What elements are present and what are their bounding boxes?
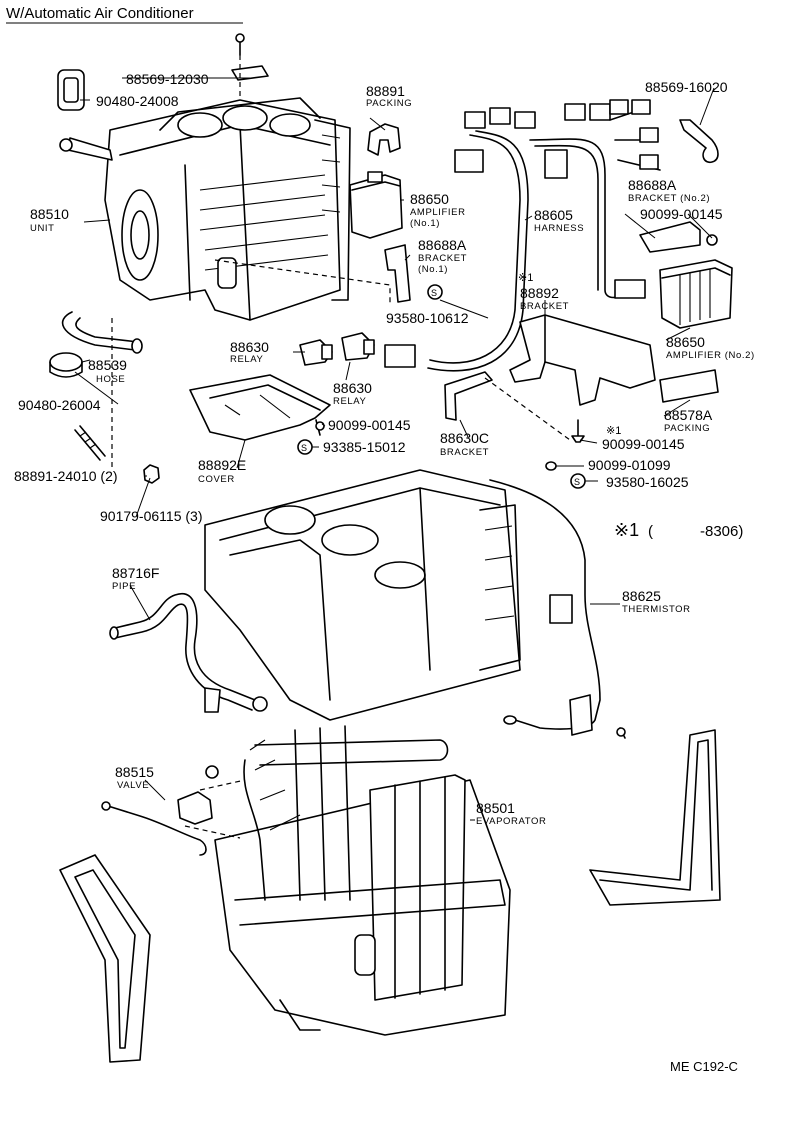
label-p8-sub: (No.1) — [410, 218, 440, 229]
label-p1-number: 88569-12030 — [126, 71, 209, 87]
s-mark-3: S — [574, 477, 580, 487]
clamp-illustration — [679, 119, 719, 164]
label-p31-number: 88501 — [476, 800, 515, 816]
thermistor-illustration — [489, 479, 601, 736]
label-p3-name: PACKING — [366, 98, 412, 109]
harness-illustration — [384, 99, 661, 372]
label-p5-number: 88688A — [628, 177, 677, 193]
label-p31-name: EVAPORATOR — [476, 816, 546, 827]
label-p15-name: HOSE — [96, 374, 125, 385]
label-p30-name: VALVE — [117, 780, 149, 791]
label-p4-number: 88569-16020 — [645, 79, 728, 95]
footnote-symbol: ※1 — [614, 520, 639, 540]
title-text: W/Automatic Air Conditioner — [6, 5, 194, 22]
label-p11-number: 88892 — [520, 285, 559, 301]
label-p11-mark: ※1 — [518, 272, 533, 284]
s-mark-1: S — [431, 288, 437, 298]
upper-unit-illustration — [57, 33, 351, 321]
label-p9-number: 88605 — [534, 207, 573, 223]
label-p29-number: 88625 — [622, 588, 661, 604]
label-p21-number: 88630C — [440, 430, 489, 446]
label-p30-number: 88515 — [115, 764, 154, 780]
label-p18-number: 88578A — [664, 407, 713, 423]
packing-88578A-illustration — [659, 369, 719, 403]
label-p9-name: HARNESS — [534, 223, 584, 234]
amplifier-no2-illustration — [659, 259, 733, 329]
relays-illustration — [299, 332, 375, 366]
label-p23-number: 88891-24010 (2) — [14, 468, 118, 484]
label-p10-name: BRACKET — [418, 253, 467, 264]
diagram-code: ME C192-C — [670, 1059, 738, 1074]
label-p28-number: 88716F — [112, 565, 159, 581]
packing-88891-illustration — [367, 123, 401, 156]
label-p22-number: 90099-00145 — [602, 436, 685, 452]
label-p10-sub: (No.1) — [418, 264, 448, 275]
label-p27-number: 90179-06115 (3) — [100, 508, 202, 524]
label-p8-number: 88650 — [410, 191, 449, 207]
stud-and-nut-illustration — [74, 318, 160, 484]
label-p16-number: 88630 — [333, 380, 372, 396]
bracket-88630C-illustration — [444, 371, 571, 441]
label-p21-name: BRACKET — [440, 447, 489, 458]
label-p5-name: BRACKET (No.2) — [628, 193, 710, 204]
label-p13-number: 88650 — [666, 334, 705, 350]
part-labels: 88569-12030 90480-24008 88891 PACKING 88… — [14, 71, 755, 827]
small-screws-illustration: S S — [297, 419, 626, 739]
footnote: ※1 ( -8306) — [614, 520, 743, 540]
label-p10-number: 88688A — [418, 237, 467, 253]
label-p15-number: 88539 — [88, 357, 127, 373]
label-p13-name: AMPLIFIER (No.2) — [666, 350, 755, 361]
bracket-no1-illustration: S — [214, 244, 443, 305]
label-p26-number: 93580-16025 — [606, 474, 689, 490]
bracket-88892-illustration — [509, 314, 656, 406]
label-p25-number: 90099-01099 — [588, 457, 671, 473]
leader-lines — [74, 77, 715, 821]
bracket-no2-illustration — [639, 221, 718, 253]
label-p20-number: 93385-15012 — [323, 439, 406, 455]
label-p7-number: 88510 — [30, 206, 69, 222]
diagram-title: W/Automatic Air Conditioner — [6, 5, 243, 24]
footnote-range: -8306) — [700, 523, 743, 540]
label-p19-number: 90099-00145 — [328, 417, 411, 433]
label-p3-number: 88891 — [366, 83, 405, 99]
label-p6-number: 90099-00145 — [640, 206, 723, 222]
label-p11-name: BRACKET — [520, 301, 569, 312]
label-p17-number: 90480-26004 — [18, 397, 101, 413]
label-p24-number: 88892E — [198, 457, 246, 473]
evaporator-illustration — [214, 725, 511, 1036]
valve-illustration — [101, 765, 246, 856]
pipe-illustration — [109, 592, 268, 713]
label-p22-mark: ※1 — [606, 425, 621, 437]
lower-case-illustration — [204, 469, 521, 721]
cover-illustration — [189, 374, 331, 441]
label-p14-number: 88630 — [230, 339, 269, 355]
label-p29-name: THERMISTOR — [622, 604, 691, 615]
label-p8-name: AMPLIFIER — [410, 207, 466, 218]
label-p18-name: PACKING — [664, 423, 710, 434]
label-p24-name: COVER — [198, 474, 235, 485]
s-mark-2: S — [301, 443, 307, 453]
label-p2-number: 90480-24008 — [96, 93, 179, 109]
hose-illustration — [49, 311, 143, 378]
label-p16-name: RELAY — [333, 396, 367, 407]
label-p14-name: RELAY — [230, 354, 264, 365]
label-p28-name: PIPE — [112, 581, 136, 592]
footnote-open: ( — [648, 523, 653, 540]
amplifier-no1-illustration — [349, 171, 403, 239]
seal-frames-illustration — [59, 729, 721, 1063]
label-p7-name: UNIT — [30, 223, 55, 234]
label-p12-number: 93580-10612 — [386, 310, 469, 326]
